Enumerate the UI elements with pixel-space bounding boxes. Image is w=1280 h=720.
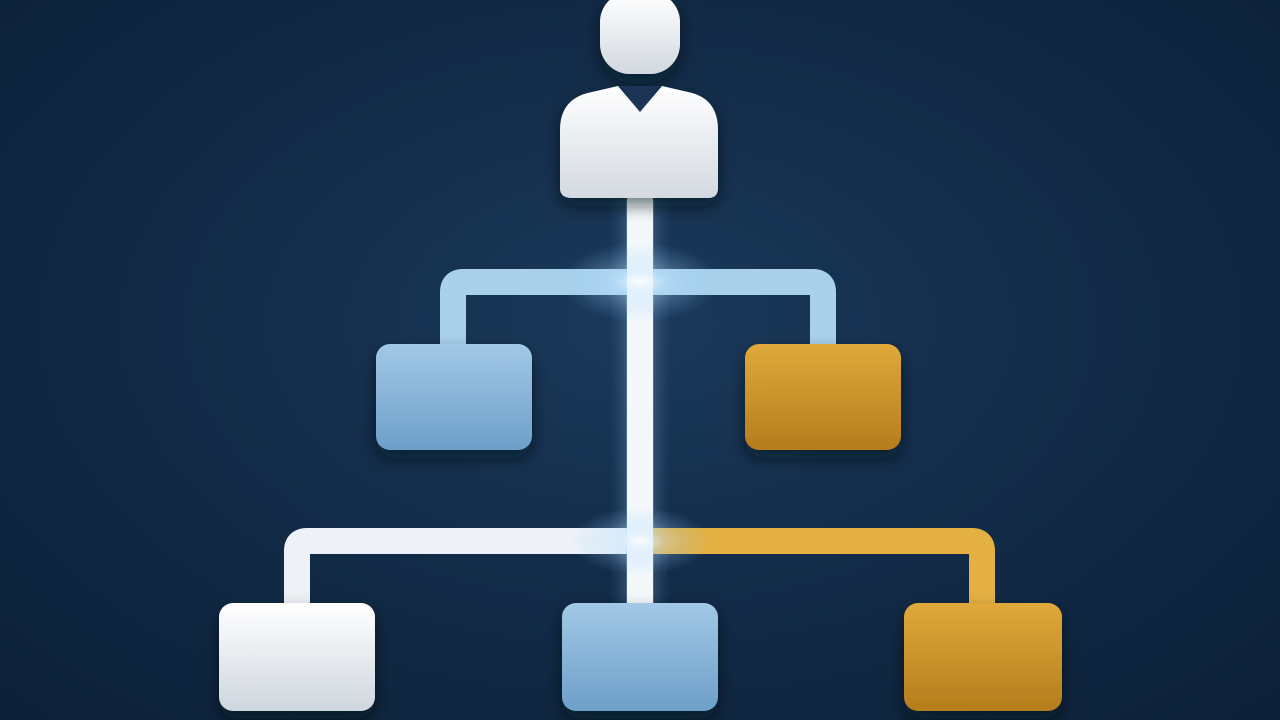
node-bottom-left[interactable] — [219, 603, 375, 711]
node-mid-left[interactable] — [376, 344, 532, 450]
level-2 — [219, 603, 1062, 711]
root-node — [560, 0, 718, 198]
junction-flare-upper — [560, 242, 720, 322]
node-mid-right[interactable] — [745, 344, 901, 450]
connector-lower-left-branch — [284, 528, 640, 606]
connectors — [284, 196, 995, 610]
level-1 — [376, 344, 901, 450]
connector-lower-right-branch — [640, 528, 995, 606]
junction-flare-lower — [570, 507, 710, 575]
node-bottom-center[interactable] — [562, 603, 718, 711]
person-icon-head — [600, 0, 680, 74]
node-bottom-right[interactable] — [904, 603, 1062, 711]
person-icon — [560, 86, 718, 198]
person-collar — [620, 86, 660, 112]
